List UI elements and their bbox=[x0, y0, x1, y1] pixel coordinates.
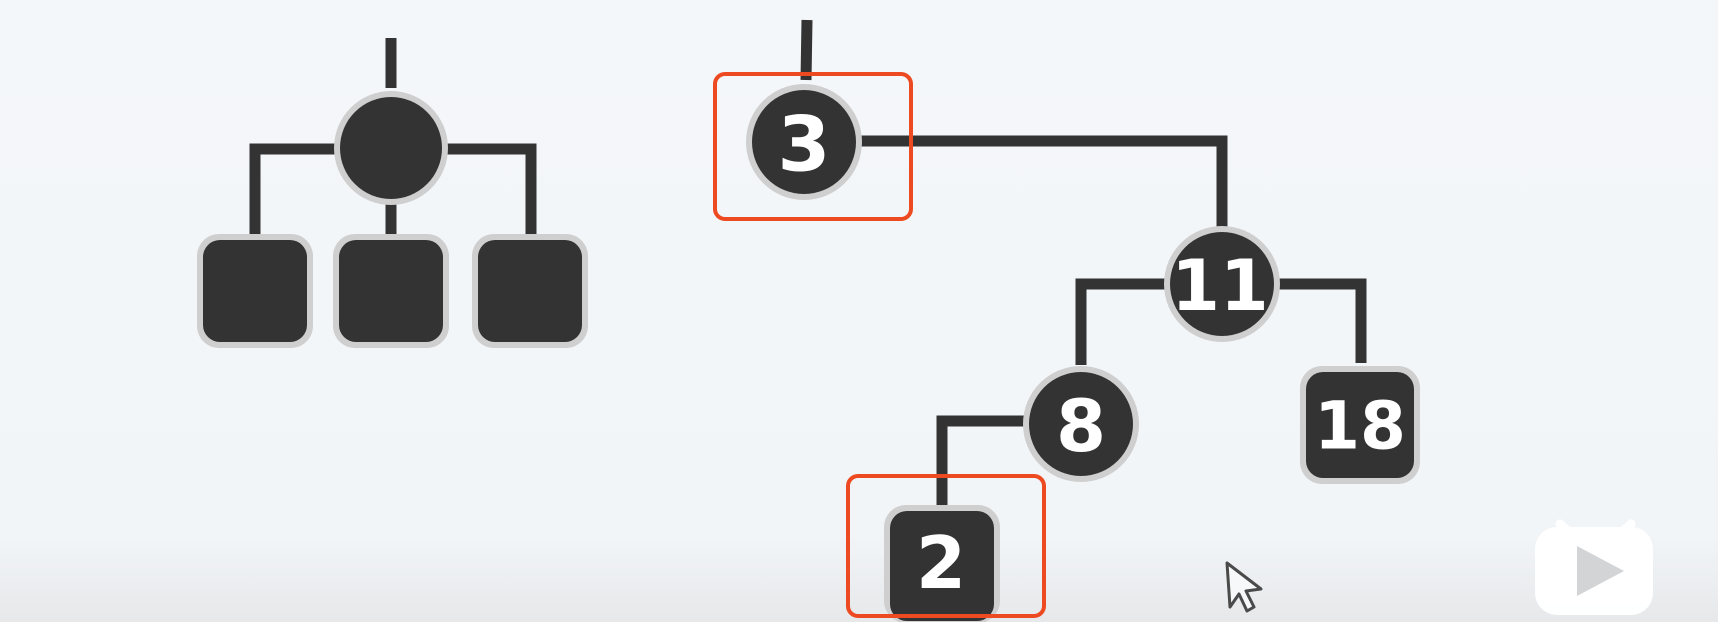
legend-child-node bbox=[472, 234, 588, 348]
edge-8-2 bbox=[936, 415, 1029, 505]
bst-tree: 3 11 8 18 2 bbox=[713, 19, 1420, 622]
node-label: 2 bbox=[916, 521, 966, 605]
root-stem bbox=[800, 19, 813, 81]
legend-child-node bbox=[333, 234, 449, 348]
bst-node-2: 2 bbox=[884, 505, 1000, 622]
legend-root-node bbox=[334, 91, 448, 205]
bst-node-18: 18 bbox=[1300, 366, 1420, 484]
node-label: 3 bbox=[778, 100, 831, 189]
highlight-box-node-2 bbox=[846, 474, 1046, 618]
bst-node-11: 11 bbox=[1164, 226, 1280, 342]
edge-3-11 bbox=[860, 135, 1228, 232]
mouse-cursor-icon bbox=[1225, 561, 1263, 613]
highlight-box-node-3 bbox=[713, 72, 913, 221]
edge-11-8 bbox=[1075, 278, 1170, 365]
bst-node-8: 8 bbox=[1023, 366, 1139, 482]
legend-edge-right bbox=[446, 143, 537, 235]
legend-tree bbox=[197, 38, 588, 348]
bst-node-3: 3 bbox=[746, 84, 862, 200]
legend-edge-left bbox=[249, 143, 336, 235]
legend-child-node bbox=[197, 234, 313, 348]
tv-play-icon[interactable] bbox=[1535, 519, 1653, 615]
edge-11-18 bbox=[1274, 278, 1367, 363]
node-label: 18 bbox=[1314, 388, 1406, 465]
node-label: 8 bbox=[1056, 384, 1106, 468]
node-label: 11 bbox=[1171, 245, 1268, 327]
